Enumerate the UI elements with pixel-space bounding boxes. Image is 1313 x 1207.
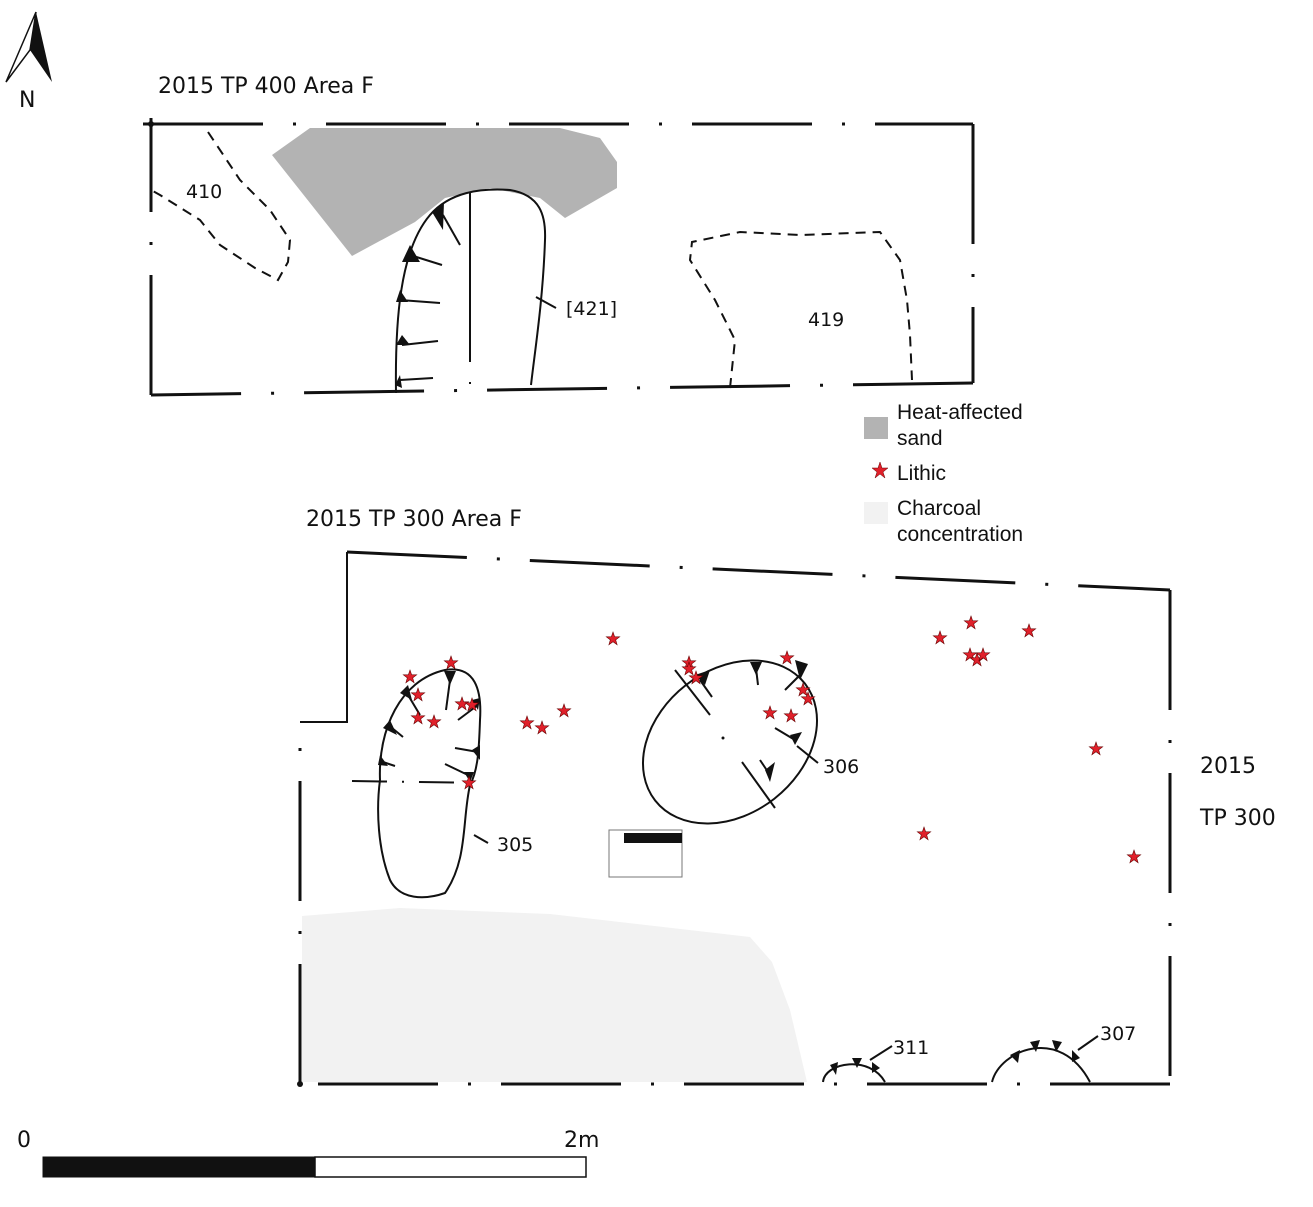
lithic-star-icon	[402, 669, 418, 684]
plan-title-tp400: 2015 TP 400 Area F	[158, 74, 374, 99]
lithic-star-icon	[681, 661, 697, 676]
feature-306-cut	[641, 659, 819, 825]
lithic-star-icon	[461, 775, 477, 790]
legend-label-lithic: Lithic	[897, 462, 946, 485]
scale-bar: 0 2m	[17, 1128, 599, 1178]
legend-label-heat-affected-sand: Heat-affected	[897, 401, 1023, 424]
scale-start-label: 0	[17, 1128, 31, 1153]
feature-305-cut	[351, 668, 489, 899]
legend-label-charcoal-2: concentration	[897, 523, 1023, 546]
legend-label-heat-affected-sand-2: sand	[897, 427, 943, 450]
north-label: N	[19, 88, 35, 113]
legend-swatch-charcoal	[864, 502, 888, 524]
plan-title-tp300: 2015 TP 300 Area F	[306, 507, 522, 532]
lithic-star-icon	[454, 696, 470, 711]
lithic-star-icon	[443, 655, 459, 670]
feature-307-cut	[991, 1035, 1099, 1083]
feature-label-421: [421]	[566, 298, 617, 320]
lithic-star-icon	[1126, 849, 1142, 864]
lithic-star-icon	[975, 647, 991, 662]
lithic-star-icon	[534, 720, 550, 735]
lithic-star-icon	[916, 826, 932, 841]
lithic-star-icon	[783, 708, 799, 723]
lithic-star-icon	[519, 715, 535, 730]
lithic-star-icon	[688, 670, 704, 685]
charcoal-concentration-area	[302, 908, 807, 1082]
scale-end-label: 2m	[564, 1128, 599, 1153]
trench-boundary-tp300	[297, 550, 1172, 1087]
legend-swatch-heat-affected-sand	[864, 417, 888, 439]
legend-lithic-star-icon	[871, 461, 889, 479]
lithic-star-icon	[800, 691, 816, 706]
feature-410-outline	[150, 131, 292, 282]
lithic-star-icon	[932, 630, 948, 645]
trench-boundary-tp400	[143, 118, 975, 397]
feature-label-419: 419	[808, 309, 844, 331]
lithic-star-icon	[605, 631, 621, 646]
legend-label-charcoal: Charcoal	[897, 497, 981, 520]
heat-affected-sand-area	[272, 128, 617, 256]
lithic-star-icon	[410, 687, 426, 702]
lithic-star-icon	[1088, 741, 1104, 756]
lithic-star-icon	[1021, 623, 1037, 638]
feature-label-305: 305	[497, 834, 533, 856]
lithic-star-icon	[556, 703, 572, 718]
feature-421-cut	[394, 188, 557, 394]
sample-box	[608, 829, 683, 878]
feature-311-cut	[822, 1045, 893, 1083]
lithic-points	[402, 615, 1142, 864]
feature-label-307: 307	[1100, 1023, 1136, 1045]
feature-label-311: 311	[893, 1037, 929, 1059]
feature-419-outline	[688, 230, 913, 389]
feature-label-306: 306	[823, 756, 859, 778]
lithic-star-icon	[795, 682, 811, 697]
lithic-star-icon	[762, 705, 778, 720]
lithic-star-icon	[426, 714, 442, 729]
lithic-star-icon	[963, 615, 979, 630]
lithic-star-icon	[410, 710, 426, 725]
side-label-tp: TP 300	[1199, 806, 1276, 831]
north-arrow-icon: N	[5, 11, 52, 113]
side-label-year: 2015	[1200, 754, 1256, 779]
lithic-star-icon	[464, 697, 480, 712]
legend: Heat-affected sand Lithic Charcoal conce…	[864, 401, 1023, 546]
feature-label-410: 410	[186, 181, 222, 203]
lithic-star-icon	[779, 650, 795, 665]
